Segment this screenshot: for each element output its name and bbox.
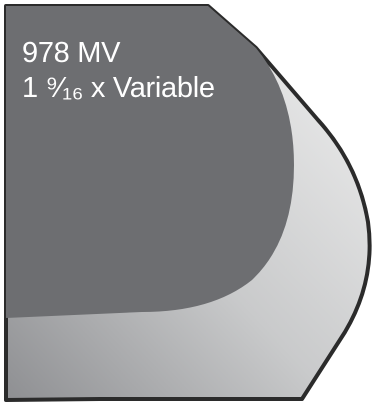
- profile-model: 978 MV: [22, 37, 121, 69]
- profile-size: 1 ⁹⁄₁₆ x Variable: [22, 72, 215, 104]
- edge-profile-top-surface: [6, 6, 294, 318]
- profile-label: 978 MV 1 ⁹⁄₁₆ x Variable: [22, 36, 215, 106]
